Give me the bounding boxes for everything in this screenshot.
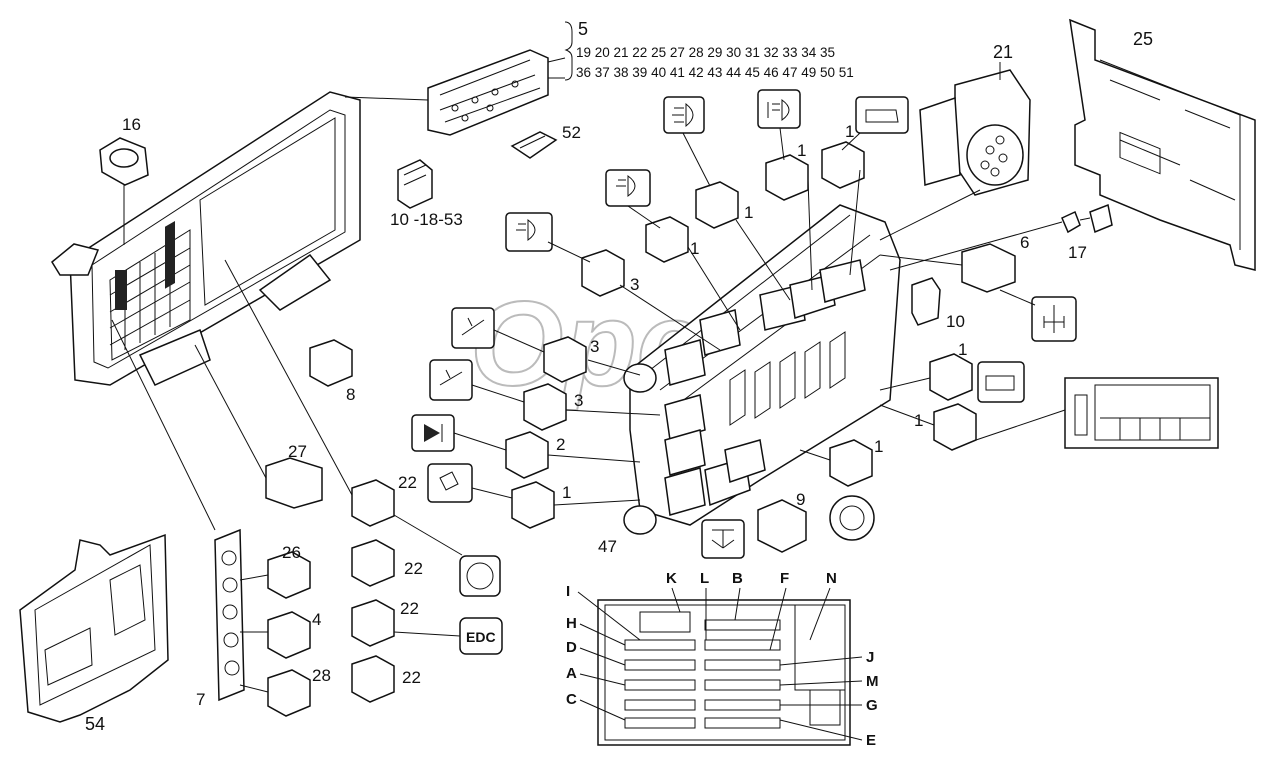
- leader-22a: [224, 259, 353, 496]
- callout-7: 7: [196, 690, 205, 709]
- relay-number-1c: 1: [744, 203, 753, 222]
- leader-27: [194, 344, 267, 479]
- fuse-letter-F: F: [780, 570, 789, 587]
- fuse-letter-C: C: [566, 691, 577, 708]
- leaders-relays: [547, 127, 861, 506]
- fuse-letter-J: J: [866, 649, 874, 666]
- callout-16: 16: [122, 115, 141, 134]
- leader-5: [547, 57, 566, 79]
- fuse-letter-B: B: [732, 570, 743, 587]
- mounting-plate-54: [19, 533, 169, 723]
- callout-5-list-1: 19 20 21 22 25 27 28 29 30 31 32 33 34 3…: [576, 45, 835, 60]
- brace-5: [564, 21, 573, 81]
- callout-10-18-53: 10 -18-53: [390, 210, 463, 229]
- relay-number-1f: 1: [958, 340, 967, 359]
- relay-number-1g: 1: [914, 411, 923, 430]
- callout-28: 28: [312, 666, 331, 685]
- relay-number-3b: 3: [590, 337, 599, 356]
- relay-symbol-box-3: [855, 96, 909, 134]
- leader-17: [889, 221, 1063, 271]
- relay-symbol-box-14: [459, 555, 501, 597]
- fuse-letter-I: I: [566, 583, 570, 600]
- connector-21: [919, 69, 1031, 196]
- relay-symbol-box-4: [605, 169, 651, 207]
- leader-22-round: [393, 514, 463, 556]
- fuse-10-18-53: [397, 159, 433, 209]
- relay-number-2: 2: [556, 435, 565, 454]
- callout-8: 8: [346, 385, 355, 404]
- leader-edc: [393, 631, 461, 637]
- callout-27: 27: [288, 442, 307, 461]
- leaders-left-symbols: [453, 329, 545, 499]
- callout-47: 47: [598, 537, 617, 556]
- relay-symbol-box-7: [429, 359, 473, 401]
- relay-symbol-box-5: [505, 212, 553, 252]
- fuse-panel-frame: [51, 91, 361, 386]
- relay-symbol-box-2: [757, 89, 801, 129]
- clip-52: [510, 131, 558, 159]
- relay-number-3c: 3: [574, 391, 583, 410]
- relay-symbol-box-12: [829, 495, 875, 541]
- leader-7: [111, 319, 269, 693]
- relay-cubes: [265, 141, 1016, 717]
- leader-frame-5: [344, 96, 429, 101]
- sensor-17: [1061, 203, 1113, 234]
- callout-4: 4: [312, 610, 321, 629]
- fuse-letter-N: N: [826, 570, 837, 587]
- callout-26: 26: [282, 543, 301, 562]
- callout-52: 52: [562, 123, 581, 142]
- callout-22d: 22: [402, 668, 421, 687]
- fuse-letter-M: M: [866, 673, 879, 690]
- callout-22b: 22: [404, 559, 423, 578]
- fuse-letter-H: H: [566, 615, 577, 632]
- callout-17: 17: [1068, 243, 1087, 262]
- relay-symbol-box-1: [663, 96, 705, 134]
- callout-9: 9: [796, 490, 805, 509]
- edc-label: EDC: [466, 629, 496, 645]
- fuse-letter-E: E: [866, 732, 876, 749]
- fuse-letter-L: L: [700, 570, 709, 587]
- fuse-board-layout: [597, 599, 851, 746]
- fuse-10: [911, 277, 941, 326]
- relay-symbol-box-9: [427, 463, 473, 503]
- relay-strip-7: [214, 528, 245, 702]
- relay-symbol-box-11: [977, 361, 1025, 403]
- callout-22a: 22: [398, 473, 417, 492]
- relay-number-1a: 1: [845, 122, 854, 141]
- leader-21: [879, 62, 1001, 241]
- switch-16: [99, 137, 149, 186]
- callout-10: 10: [946, 312, 965, 331]
- fuse-letter-D: D: [566, 639, 577, 656]
- callout-6: 6: [1020, 233, 1029, 252]
- callout-5-list-2: 36 37 38 39 40 41 42 43 44 45 46 47 49 5…: [576, 65, 854, 80]
- leader-6-symbol: [999, 289, 1036, 306]
- leaders-right-relays: [799, 377, 935, 461]
- relay-number-1d: 1: [690, 239, 699, 258]
- connector-block-5: [427, 49, 549, 136]
- relay-symbol-box-8: [411, 414, 455, 452]
- relay-symbol-box-10: [1031, 296, 1077, 342]
- fuse-board-leaders: [577, 587, 863, 741]
- switch-panel: [1064, 377, 1219, 449]
- mounting-plate-25: [1069, 18, 1256, 271]
- fuse-letter-G: G: [866, 697, 878, 714]
- callout-25: 25: [1133, 29, 1153, 49]
- callout-21: 21: [993, 42, 1013, 62]
- relay-symbol-box-6: [451, 307, 495, 349]
- relay-symbol-box-13: [701, 519, 745, 559]
- relay-number-1b: 1: [797, 141, 806, 160]
- edc-box: [459, 617, 503, 655]
- relay-number-1h: 1: [874, 437, 883, 456]
- leader-switch-panel: [975, 409, 1066, 441]
- callout-22c: 22: [400, 599, 419, 618]
- callout-5: 5: [578, 19, 588, 39]
- leader-6: [879, 254, 963, 266]
- relay-number-1e: 1: [562, 483, 571, 502]
- fuse-letter-A: A: [566, 665, 577, 682]
- callout-54: 54: [85, 714, 105, 734]
- fuse-letter-K: K: [666, 570, 677, 587]
- relay-number-3a: 3: [630, 275, 639, 294]
